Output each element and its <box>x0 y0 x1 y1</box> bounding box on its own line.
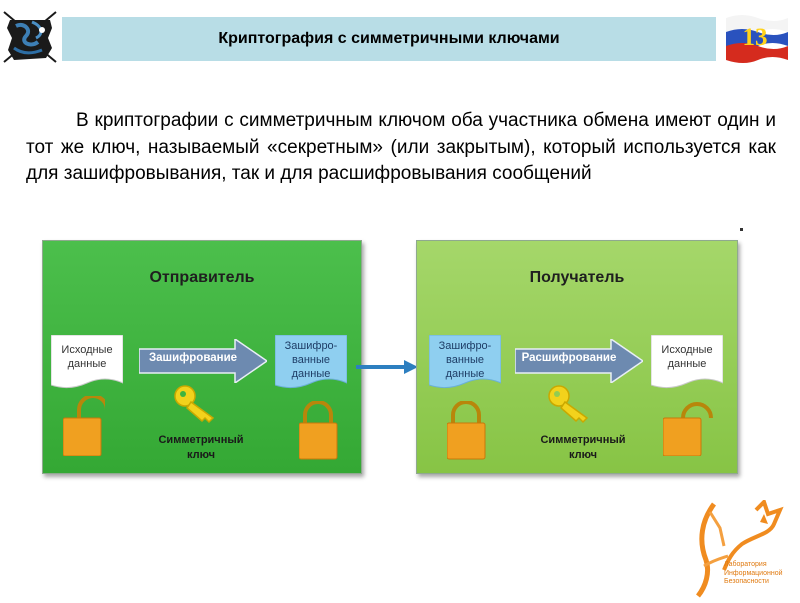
padlock-icon <box>62 394 109 457</box>
lab-name: Лаборатория Информационной Безопасности <box>724 561 783 587</box>
source-document: Исходные данные <box>651 335 723 393</box>
sender-title: Отправитель <box>149 269 255 286</box>
key-label-line: Симметричный <box>158 434 244 446</box>
decorative-dot <box>740 228 743 231</box>
fox-logo-icon <box>684 498 796 598</box>
key-icon <box>547 384 595 424</box>
doc-text-line: Зашифро- <box>438 340 492 352</box>
padlock-icon <box>446 400 489 461</box>
padlock-icon <box>662 396 713 457</box>
decryption-label: Расшифрование <box>521 352 617 364</box>
doc-text-line: Зашифро- <box>284 340 338 352</box>
transfer-arrow <box>356 360 418 374</box>
doc-text-line: Исходные <box>61 344 113 356</box>
decryption-arrow: Расшифрование <box>515 339 643 383</box>
receiver-panel: Получатель Зашифро- ванные данные Расшиф… <box>416 240 738 474</box>
lab-name-line: Безопасности <box>724 578 769 585</box>
page-title: Криптография с симметричными ключами <box>218 30 560 47</box>
lab-name-line: Информационной <box>724 569 783 577</box>
key-label-line: ключ <box>187 449 215 461</box>
key-label-line: ключ <box>569 449 597 461</box>
russian-flag-icon <box>722 12 792 68</box>
lab-name-line: Лаборатория <box>724 561 767 568</box>
source-document: Исходные данные <box>51 335 123 393</box>
doc-text-line: данные <box>667 358 707 370</box>
doc-text-line: ванные <box>445 354 484 366</box>
title-bar: Криптография с симметричными ключами <box>62 17 716 61</box>
encryption-label: Зашифрование <box>148 352 238 364</box>
doc-text-line: данные <box>445 368 485 380</box>
receiver-title: Получатель <box>529 269 625 286</box>
doc-text-line: данные <box>291 368 331 380</box>
cipher-emblem-icon <box>2 8 58 66</box>
encryption-arrow: Зашифрование <box>139 339 267 383</box>
padlock-icon <box>298 400 341 461</box>
doc-text-line: Исходные <box>661 344 713 356</box>
description-paragraph: В криптографии с симметричным ключом оба… <box>26 110 776 184</box>
doc-text-line: данные <box>67 358 107 370</box>
encrypted-document: Зашифро- ванные данные <box>429 335 501 393</box>
doc-text-line: ванные <box>291 354 330 366</box>
encrypted-document: Зашифро- ванные данные <box>275 335 347 393</box>
key-label-line: Симметричный <box>540 434 626 446</box>
sender-panel: Отправитель Исходные данные Зашифрование… <box>42 240 362 474</box>
slide-number: 13 <box>742 24 768 51</box>
key-icon <box>173 384 221 424</box>
